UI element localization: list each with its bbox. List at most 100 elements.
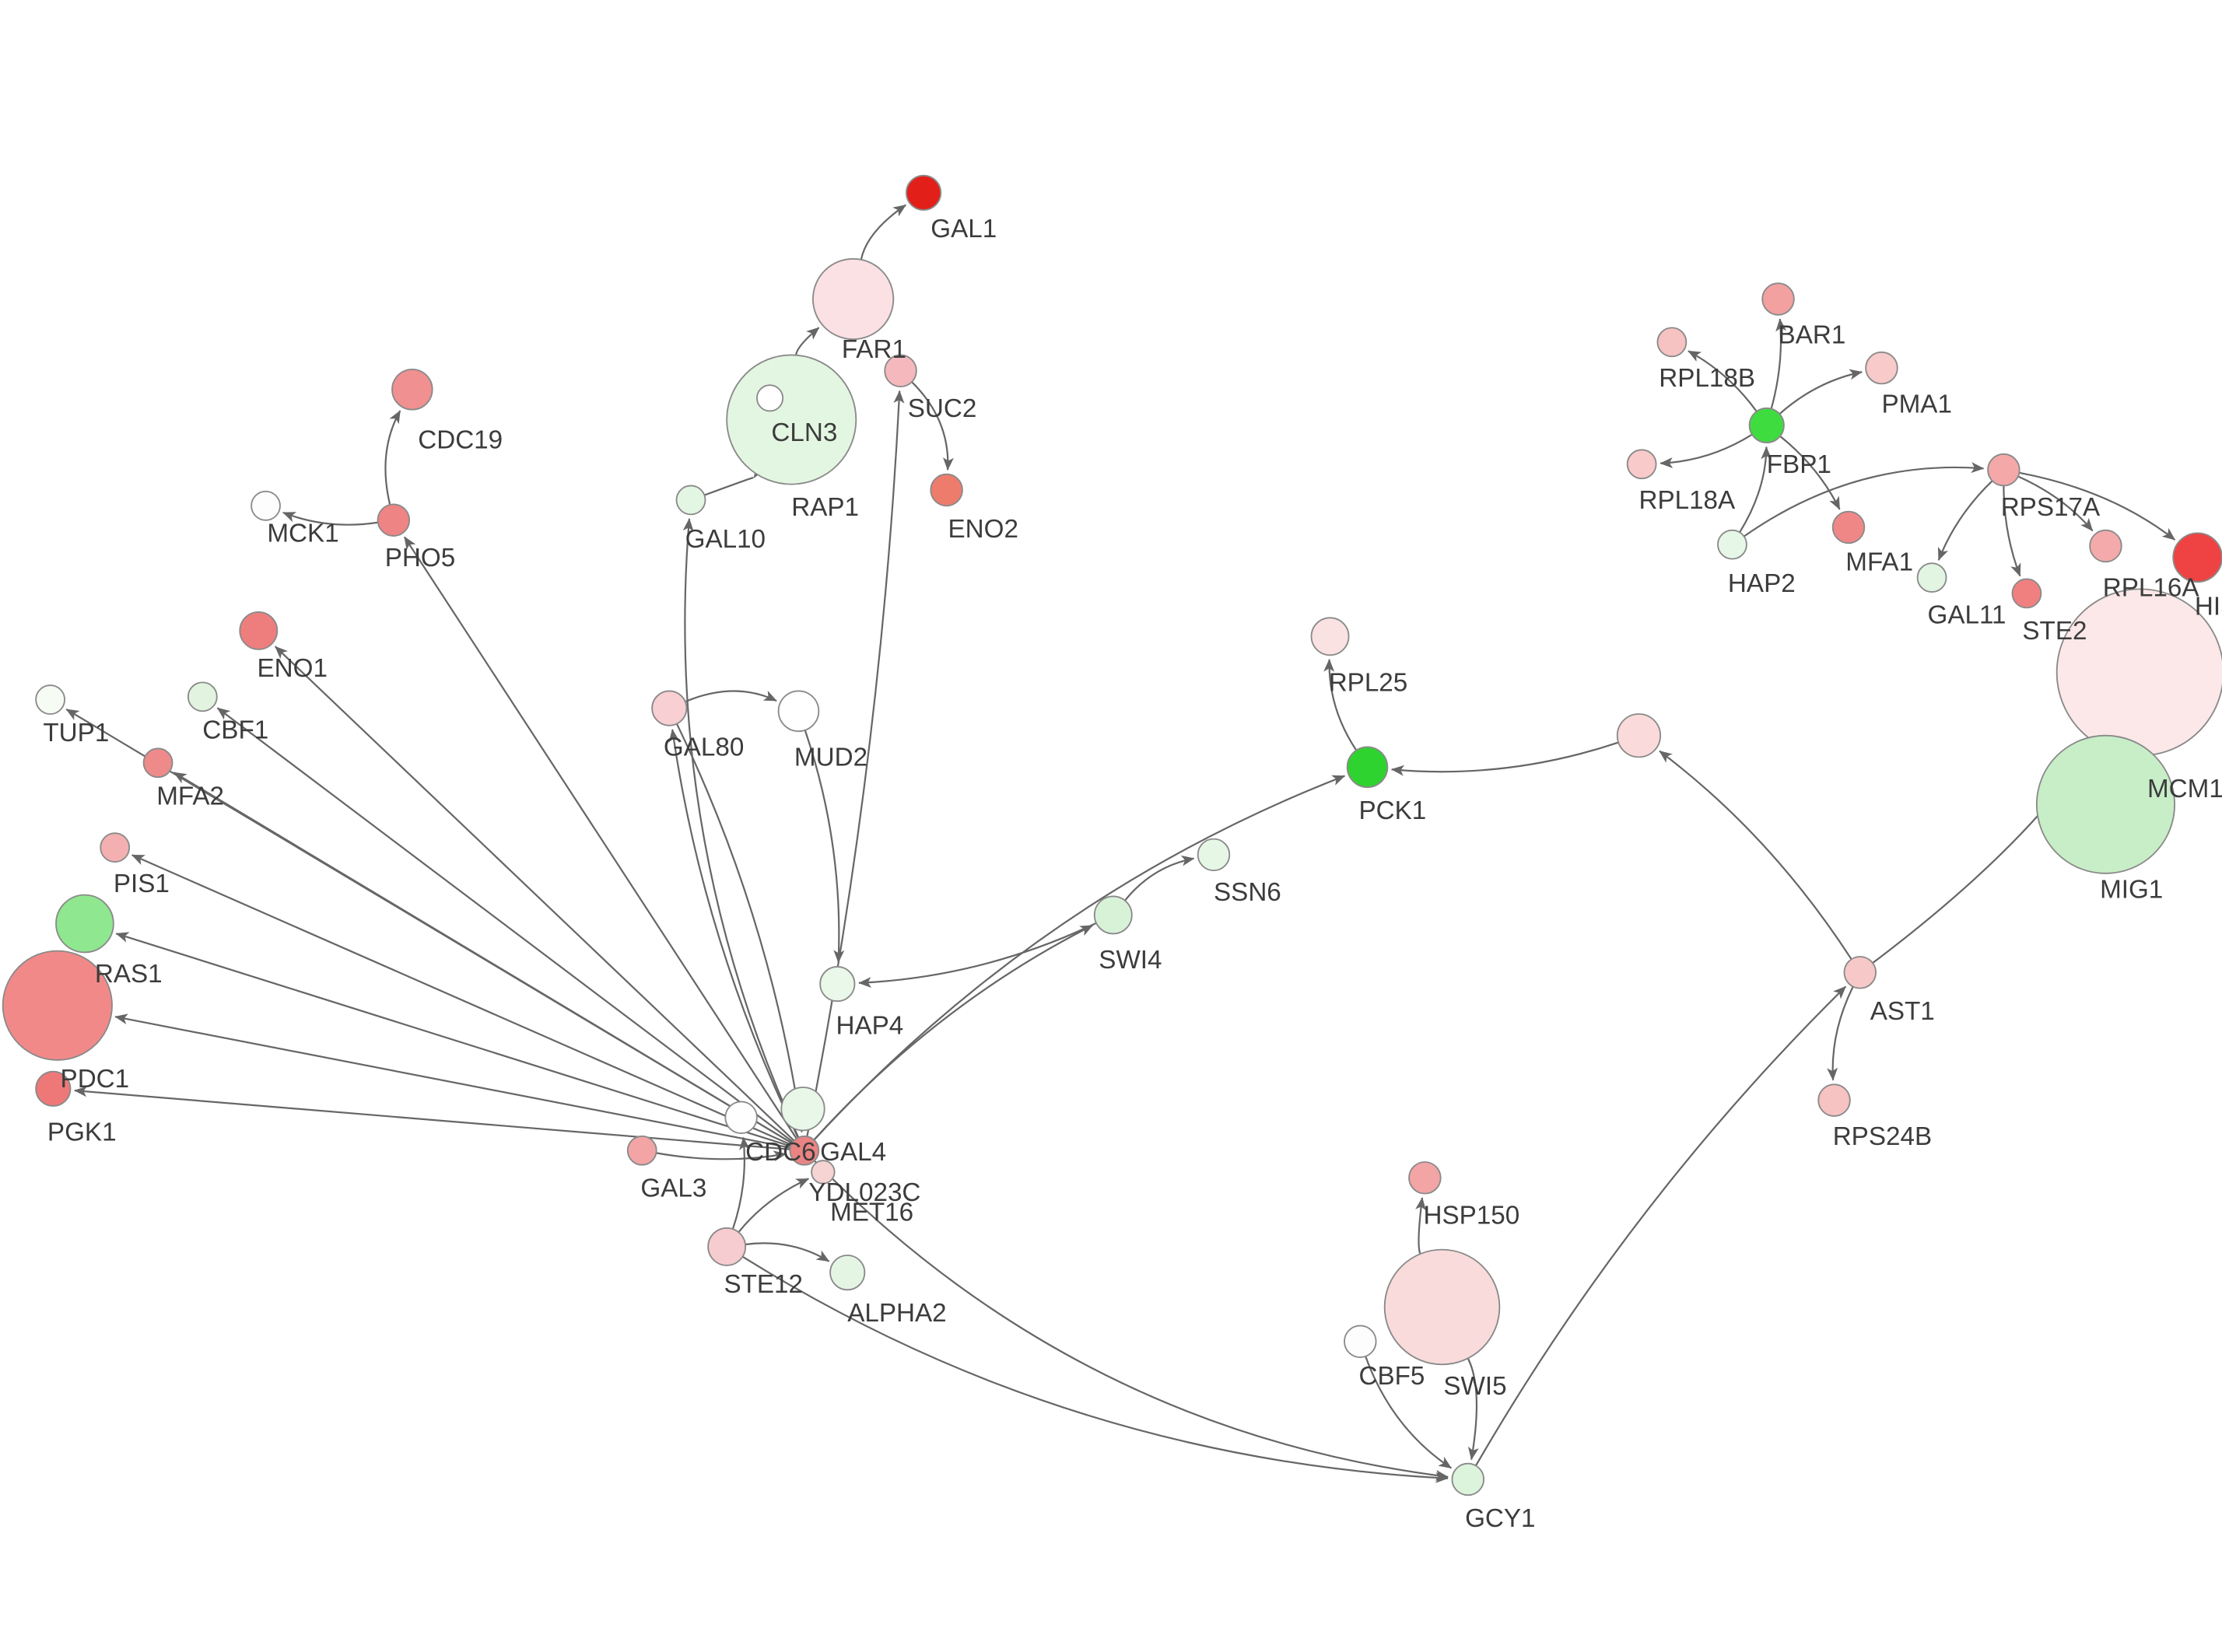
edge-gal4-mfa2 [173, 772, 793, 1144]
node-cbf1[interactable] [187, 681, 218, 712]
edge-gal4-pho5 [403, 536, 797, 1139]
node-gal80[interactable] [651, 690, 688, 726]
node-swi5[interactable] [1383, 1248, 1501, 1366]
node-label-rap1: RAP1 [791, 493, 859, 522]
node-mck1[interactable] [251, 490, 281, 521]
node-pis1[interactable] [100, 832, 131, 863]
edge-gal80-gal4 [675, 723, 806, 1133]
node-ras1[interactable] [55, 894, 114, 954]
edge-cbf5-gcy1 [1365, 1356, 1453, 1469]
node-label-hap2: HAP2 [1728, 569, 1796, 598]
node-rps17a[interactable] [1987, 453, 2020, 487]
node-label-bar1: BAR1 [1779, 321, 1846, 350]
node-eno2[interactable] [930, 473, 963, 507]
edge-gal4-ras1 [115, 932, 791, 1147]
node-rpl18b[interactable] [1656, 327, 1688, 358]
node-eno1[interactable] [239, 611, 279, 650]
node-tup1[interactable] [35, 684, 65, 715]
edge-fbp1-pma1 [1779, 369, 1863, 415]
node-pma1[interactable] [1865, 351, 1898, 385]
node-label-pck1: PCK1 [1358, 796, 1426, 825]
node-rps24b[interactable] [1817, 1083, 1851, 1117]
node-far1[interactable] [812, 257, 895, 341]
node-ast1[interactable] [1843, 956, 1877, 989]
node-hap2[interactable] [1717, 529, 1747, 560]
edge-gal10-cln3 [703, 464, 766, 496]
node-label-tup1: TUP1 [43, 719, 109, 747]
node-mig1[interactable] [2035, 734, 2175, 874]
node-label-met16: MET16 [830, 1199, 913, 1227]
node-label-mud2: MUD2 [794, 743, 867, 772]
node-pho5[interactable] [377, 503, 411, 537]
node-rap1[interactable] [756, 384, 784, 412]
node-pck1[interactable] [1346, 746, 1389, 789]
edges-layer [65, 204, 2176, 1483]
edge-gal4-cbf1 [216, 707, 794, 1143]
node-label-swi4: SWI4 [1099, 946, 1162, 975]
node-suc2[interactable] [884, 354, 917, 387]
edge-fbp1-rpl18b [1688, 350, 1758, 412]
node-gal4[interactable] [789, 1135, 820, 1166]
node-bar1[interactable] [1761, 282, 1795, 316]
node-label-mig1: MIG1 [2100, 875, 2163, 904]
node-hsp150[interactable] [1408, 1161, 1442, 1195]
node-ste2[interactable] [2011, 578, 2042, 609]
node-his4[interactable] [2172, 532, 2222, 583]
node-ste12[interactable] [707, 1227, 747, 1266]
edge-fbp1-bar1 [1770, 318, 1787, 409]
node-label-cdc19: CDC19 [418, 425, 503, 454]
node-gal1[interactable] [906, 174, 942, 211]
edge-fbp1-rpl18a [1659, 433, 1753, 468]
node-gal3[interactable] [626, 1135, 657, 1166]
node-gal11[interactable] [1916, 562, 1947, 593]
node-label-pma1: PMA1 [1881, 390, 1951, 418]
edge-mud2-hap4 [804, 730, 845, 964]
node-cdc6[interactable] [724, 1101, 758, 1135]
node-rpl16a[interactable] [2089, 529, 2122, 563]
node-label-gal10: GAL10 [685, 525, 766, 554]
node-unk1[interactable] [1616, 713, 1662, 758]
edge-gal4-swi4 [813, 924, 1094, 1141]
node-mcm1[interactable] [2056, 588, 2222, 757]
node-ssn6[interactable] [1197, 838, 1231, 872]
node-hap4[interactable] [819, 966, 856, 1003]
edge-pho5-mck1 [282, 511, 378, 526]
node-cln3[interactable] [726, 354, 857, 485]
edge-gal4-gcy1 [813, 1160, 1449, 1481]
labels-layer: GAL1FAR1SUC2CLN3RAP1ENO2GAL10CDC19MCK1PH… [43, 215, 2222, 1533]
node-label-ssn6: SSN6 [1214, 878, 1281, 907]
node-label-ste12: STE12 [724, 1270, 803, 1299]
node-mfa2[interactable] [142, 747, 173, 779]
node-ydl023c[interactable] [780, 1087, 825, 1132]
node-mud2[interactable] [777, 690, 820, 733]
edge-gal4-pdc1 [114, 1013, 790, 1149]
node-label-gcy1: GCY1 [1465, 1504, 1535, 1533]
edge-gal80-mud2 [685, 690, 777, 703]
edge-cln3-far1 [795, 327, 820, 355]
node-gcy1[interactable] [1451, 1462, 1485, 1496]
node-label-fbp1: FBP1 [1767, 450, 1831, 479]
node-label-suc2: SUC2 [908, 394, 977, 423]
node-alpha2[interactable] [829, 1255, 866, 1291]
node-label-pis1: PIS1 [114, 870, 170, 898]
node-label-hap4: HAP4 [836, 1012, 903, 1041]
node-mfa1[interactable] [1831, 510, 1866, 544]
node-label-gal3: GAL3 [640, 1174, 706, 1202]
node-cdc19[interactable] [391, 369, 433, 411]
edge-suc2-eno2 [911, 381, 954, 471]
edge-gal4-gal10 [682, 518, 800, 1138]
node-gal10[interactable] [675, 485, 706, 516]
edge-gal4-eno1 [274, 646, 795, 1142]
node-pdc1[interactable] [2, 950, 113, 1061]
node-fbp1[interactable] [1748, 407, 1785, 443]
node-rpl25[interactable] [1310, 617, 1350, 656]
node-label-gal11: GAL11 [1928, 601, 2006, 630]
node-rpl18a[interactable] [1626, 449, 1657, 480]
node-label-eno2: ENO2 [948, 515, 1018, 544]
edge-rps17a-gal11 [1937, 480, 1993, 562]
node-cbf5[interactable] [1344, 1325, 1377, 1359]
node-pgk1[interactable] [35, 1070, 72, 1107]
node-met16[interactable] [811, 1160, 836, 1185]
node-swi4[interactable] [1093, 895, 1133, 935]
